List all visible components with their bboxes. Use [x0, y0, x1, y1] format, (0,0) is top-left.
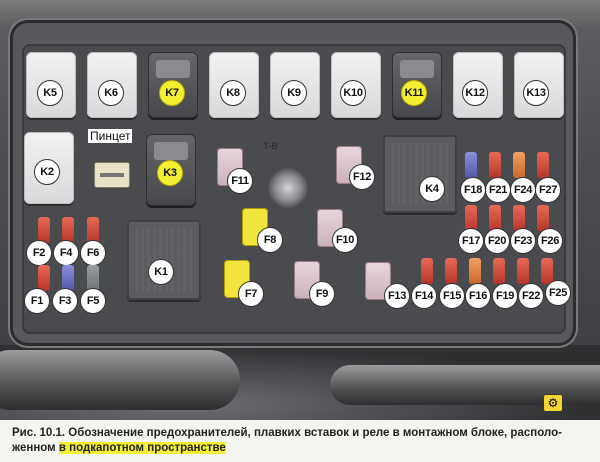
fuse-f26 [537, 205, 549, 231]
stud-marking: Т-В [263, 141, 278, 151]
label-k11: K11 [401, 80, 427, 106]
label-k5: K5 [37, 80, 63, 106]
tweezers [94, 162, 130, 188]
hose [0, 350, 240, 410]
label-f26: F26 [537, 228, 563, 254]
label-f20: F20 [484, 228, 510, 254]
fuse-f21 [489, 152, 501, 178]
label-f10: F10 [332, 227, 358, 253]
label-f17: F17 [458, 228, 484, 254]
label-f22: F22 [518, 283, 544, 309]
label-k3: K3 [157, 160, 183, 186]
fuse-f6 [87, 217, 99, 243]
label-f21: F21 [485, 177, 511, 203]
fuse-f14 [421, 258, 433, 284]
figure-caption: Рис. 10.1. Обозначение предохранителей, … [12, 426, 592, 456]
label-f5: F5 [80, 288, 106, 314]
label-f4: F4 [53, 240, 79, 266]
label-k4: K4 [419, 176, 445, 202]
label-k13: K13 [523, 80, 549, 106]
label-k8: K8 [220, 80, 246, 106]
label-f24: F24 [510, 177, 536, 203]
relay-k7 [148, 52, 198, 118]
fuse-f1 [38, 265, 50, 291]
caption-highlight: в подкапотном пространстве [58, 442, 226, 454]
fuse-f3 [62, 265, 74, 291]
relay-k11 [392, 52, 442, 118]
fuse-f17 [465, 205, 477, 231]
label-k9: K9 [281, 80, 307, 106]
fuse-f2 [38, 217, 50, 243]
label-f6: F6 [80, 240, 106, 266]
label-k2: K2 [34, 159, 60, 185]
label-f16: F16 [465, 283, 491, 309]
label-f27: F27 [535, 177, 561, 203]
label-f11: F11 [227, 168, 253, 194]
label-f1: F1 [24, 288, 50, 314]
label-f23: F23 [510, 228, 536, 254]
fuse-f19 [493, 258, 505, 284]
fuse-f27 [537, 152, 549, 178]
tweezers-label: Пинцет [88, 129, 133, 143]
label-f14: F14 [411, 283, 437, 309]
label-f7: F7 [238, 281, 264, 307]
fuse-f23 [513, 205, 525, 231]
label-f18: F18 [460, 177, 486, 203]
label-f3: F3 [52, 288, 78, 314]
caption-line-1: Рис. 10.1. Обозначение предохранителей, … [12, 427, 562, 439]
label-f8: F8 [257, 227, 283, 253]
fuse-f4 [62, 217, 74, 243]
label-f25: F25 [545, 280, 571, 306]
label-f2: F2 [26, 240, 52, 266]
label-k6: K6 [98, 80, 124, 106]
fuse-f22 [517, 258, 529, 284]
fuse-f24 [513, 152, 525, 178]
label-k10: K10 [340, 80, 366, 106]
fuse-f25 [541, 258, 553, 284]
relay-k4 [383, 135, 457, 213]
ground-stud [268, 168, 308, 208]
caption-plain: женном [12, 442, 59, 454]
label-f12: F12 [349, 164, 375, 190]
label-f9: F9 [309, 281, 335, 307]
label-k12: K12 [462, 80, 488, 106]
fuse-f20 [489, 205, 501, 231]
publisher-logo-icon: ⚙ [543, 394, 563, 412]
fuse-box-photo: K5 K6 K7 K8 K9 K10 K11 K12 K13 K2 Пинцет… [0, 0, 600, 420]
label-k1: K1 [148, 259, 174, 285]
fuse-f16 [469, 258, 481, 284]
fuse-f15 [445, 258, 457, 284]
caption-line-2: женном в подкапотном пространстве [12, 441, 592, 456]
label-f13: F13 [384, 283, 410, 309]
fuse-f5 [87, 265, 99, 291]
fuse-f18 [465, 152, 477, 178]
label-f19: F19 [492, 283, 518, 309]
label-k7: K7 [159, 80, 185, 106]
label-f15: F15 [439, 283, 465, 309]
